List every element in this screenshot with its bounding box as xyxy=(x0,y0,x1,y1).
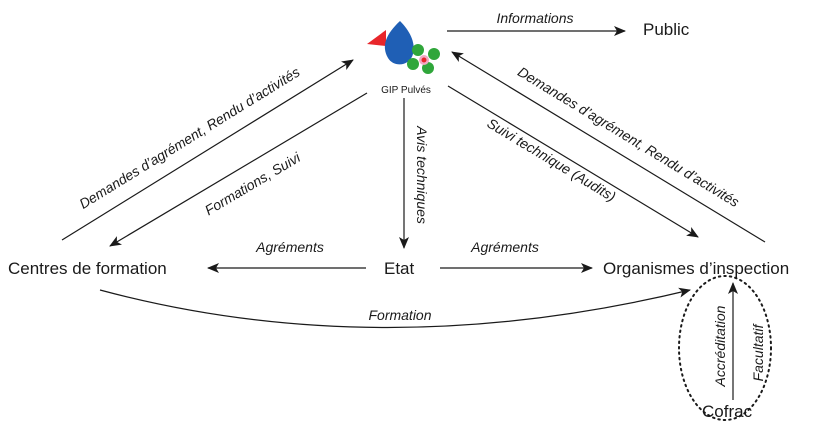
arrow-centres-to-gip xyxy=(61,59,354,241)
arrow-centres-to-organismes xyxy=(99,287,691,329)
node-centres-de-formation: Centres de formation xyxy=(8,259,167,278)
node-cofrac: Cofrac xyxy=(702,402,753,421)
logo-flower-icon xyxy=(407,44,440,74)
logo-label: GIP Pulvés xyxy=(381,85,431,96)
edge-label-formations-suivi: Formations, Suivi xyxy=(202,149,304,219)
arrow-organismes-to-gip xyxy=(451,51,766,243)
optional-accreditation-ellipse xyxy=(678,275,772,421)
node-organismes-inspection: Organismes d’inspection xyxy=(603,259,789,278)
edge-label-accreditation: Accréditation xyxy=(712,305,728,387)
node-etat: Etat xyxy=(384,259,415,278)
edge-label-facultatif: Facultatif xyxy=(750,322,766,381)
edge-label-agrements-right: Agréments xyxy=(470,239,539,255)
edge-label-suivi-technique: Suivi technique (Audits) xyxy=(484,115,618,205)
edge-label-demandes-right: Demandes d’agrément, Rendu d’activités xyxy=(515,63,742,210)
edge-label-agrements-left: Agréments xyxy=(255,239,324,255)
edge-label-informations: Informations xyxy=(496,10,573,26)
arrow-gip-to-organismes xyxy=(447,85,699,238)
logo-blue-drop xyxy=(384,21,414,65)
gip-pulves-logo: GIP Pulvés xyxy=(367,21,440,96)
edge-label-formation: Formation xyxy=(368,307,431,323)
node-public: Public xyxy=(643,20,690,39)
arrow-gip-to-centres xyxy=(109,92,368,247)
edge-label-demandes-left: Demandes d’agrément, Rendu d’activités xyxy=(76,64,302,212)
logo-red-triangle xyxy=(367,30,386,46)
edge-label-avis-techniques: Avis techniques xyxy=(414,125,430,224)
